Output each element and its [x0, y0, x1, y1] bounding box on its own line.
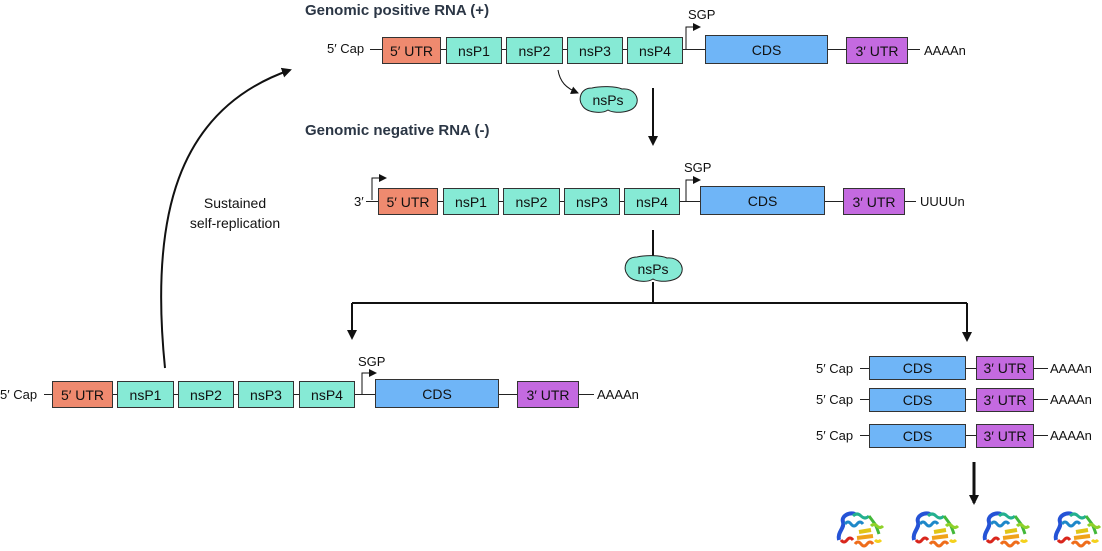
nsp3-box: nsP3 — [567, 37, 623, 64]
protein-structure-icon — [836, 511, 885, 548]
utr5-box: 5′ UTR — [378, 188, 438, 215]
cds-box: CDS — [869, 424, 966, 448]
cap-label: 5′ Cap — [816, 428, 854, 443]
protein-structure-icon — [982, 511, 1031, 548]
cap-label: 5′ Cap — [816, 392, 854, 407]
utr3-box: 3′ UTR — [846, 37, 908, 64]
nsp4-box: nsP4 — [299, 381, 355, 408]
polya-label: AAAAn — [597, 387, 639, 402]
nsps-cloud: nsPs — [621, 255, 685, 283]
nsps-label: nsPs — [637, 261, 669, 277]
polyu-label: UUUUn — [920, 194, 965, 209]
nsp4-box: nsP4 — [624, 188, 680, 215]
negative-strand-title: Genomic negative RNA (-) — [305, 122, 490, 139]
cap-label: 5′ Cap — [0, 387, 38, 402]
utr5-box: 5′ UTR — [52, 381, 113, 408]
polya-label: AAAAn — [1050, 361, 1092, 376]
promoter-arrow-negative — [371, 174, 387, 200]
utr3-box: 3′ UTR — [843, 188, 905, 215]
cds-box: CDS — [700, 186, 825, 215]
three-prime-label: 3′ — [354, 194, 364, 209]
nsp1-box: nsP1 — [446, 37, 502, 64]
positive-strand-title: Genomic positive RNA (+) — [305, 2, 490, 19]
nsp1-box: nsP1 — [117, 381, 174, 408]
polya-label: AAAAn — [1050, 392, 1092, 407]
nsp4-box: nsP4 — [627, 37, 683, 64]
nsp1-box: nsP1 — [443, 188, 499, 215]
utr3-box: 3′ UTR — [976, 424, 1034, 448]
sgp-arrow-negative — [685, 176, 701, 201]
nsps-label: nsPs — [592, 92, 624, 108]
utr3-box: 3′ UTR — [517, 381, 579, 408]
polya-label: AAAAn — [1050, 428, 1092, 443]
utr5-box: 5′ UTR — [382, 37, 441, 64]
nsps-cloud: nsPs — [576, 86, 640, 114]
nsp2-box: nsP2 — [506, 37, 563, 64]
cap-label: 5′ Cap — [816, 361, 854, 376]
polya-label: AAAAn — [924, 43, 966, 58]
protein-structure-icon — [911, 511, 960, 548]
sustained-replication-arrow — [160, 67, 292, 369]
sustained-line2: self-replication — [189, 215, 281, 231]
sgp-arrow-top — [685, 23, 701, 49]
sustained-replication-label: Sustained self-replication — [170, 193, 300, 233]
sgp-arrow-bottom — [361, 369, 377, 394]
nsp2-to-nsps-arrow — [557, 69, 579, 94]
utr3-box: 3′ UTR — [976, 388, 1034, 412]
sgp-label: SGP — [684, 160, 712, 175]
cds-box: CDS — [869, 356, 966, 380]
sgp-label: SGP — [688, 7, 716, 22]
cap-label: 5′ Cap — [327, 41, 365, 56]
sustained-line1: Sustained — [203, 195, 267, 211]
utr3-box: 3′ UTR — [976, 356, 1034, 380]
nsp2-box: nsP2 — [503, 188, 560, 215]
nsp3-box: nsP3 — [564, 188, 620, 215]
cds-box: CDS — [869, 388, 966, 412]
cds-box: CDS — [705, 35, 828, 64]
protein-structure-icon — [1053, 511, 1102, 548]
nsp3-box: nsP3 — [238, 381, 294, 408]
sgp-label: SGP — [358, 354, 386, 369]
cds-box: CDS — [375, 379, 499, 408]
nsp2-box: nsP2 — [178, 381, 234, 408]
